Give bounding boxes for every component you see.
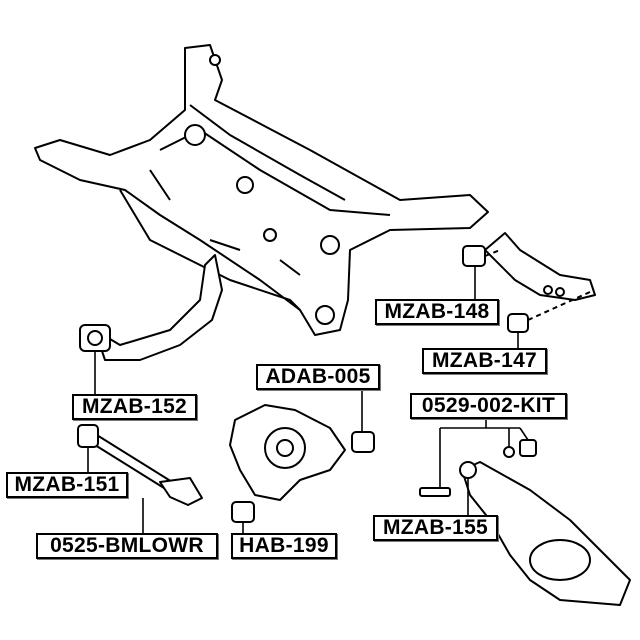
lateral-link (77, 424, 203, 506)
label-0529-002-kit: 0529-002-KIT (410, 393, 567, 419)
bushing-adab-005 (351, 431, 375, 453)
bushing-mzab-148 (462, 245, 486, 267)
bushing-mzab-147 (507, 313, 529, 333)
trailing-arm (79, 254, 223, 361)
bolt-0529-kit (419, 487, 451, 497)
leader-lines (87, 266, 529, 534)
bushing-hab-199 (231, 501, 255, 523)
label-hab-199: HAB-199 (231, 533, 337, 559)
rear-subframe (34, 44, 489, 336)
label-mzab-147: MZAB-147 (422, 348, 547, 374)
label-mzab-152: MZAB-152 (72, 394, 197, 420)
label-adab-005: ADAB-005 (256, 364, 380, 390)
knuckle (229, 404, 375, 523)
bushing-mzab-151 (77, 424, 99, 448)
label-mzab-148: MZAB-148 (375, 299, 499, 325)
label-mzab-151: MZAB-151 (6, 472, 128, 498)
label-0525-bmlowr: 0525-BMLOWR (36, 533, 218, 559)
label-mzab-155: MZAB-155 (373, 515, 498, 541)
lower-control-arm (419, 439, 631, 606)
upper-control-arm (462, 232, 596, 333)
bracket-0525-bmlowr (159, 477, 203, 506)
